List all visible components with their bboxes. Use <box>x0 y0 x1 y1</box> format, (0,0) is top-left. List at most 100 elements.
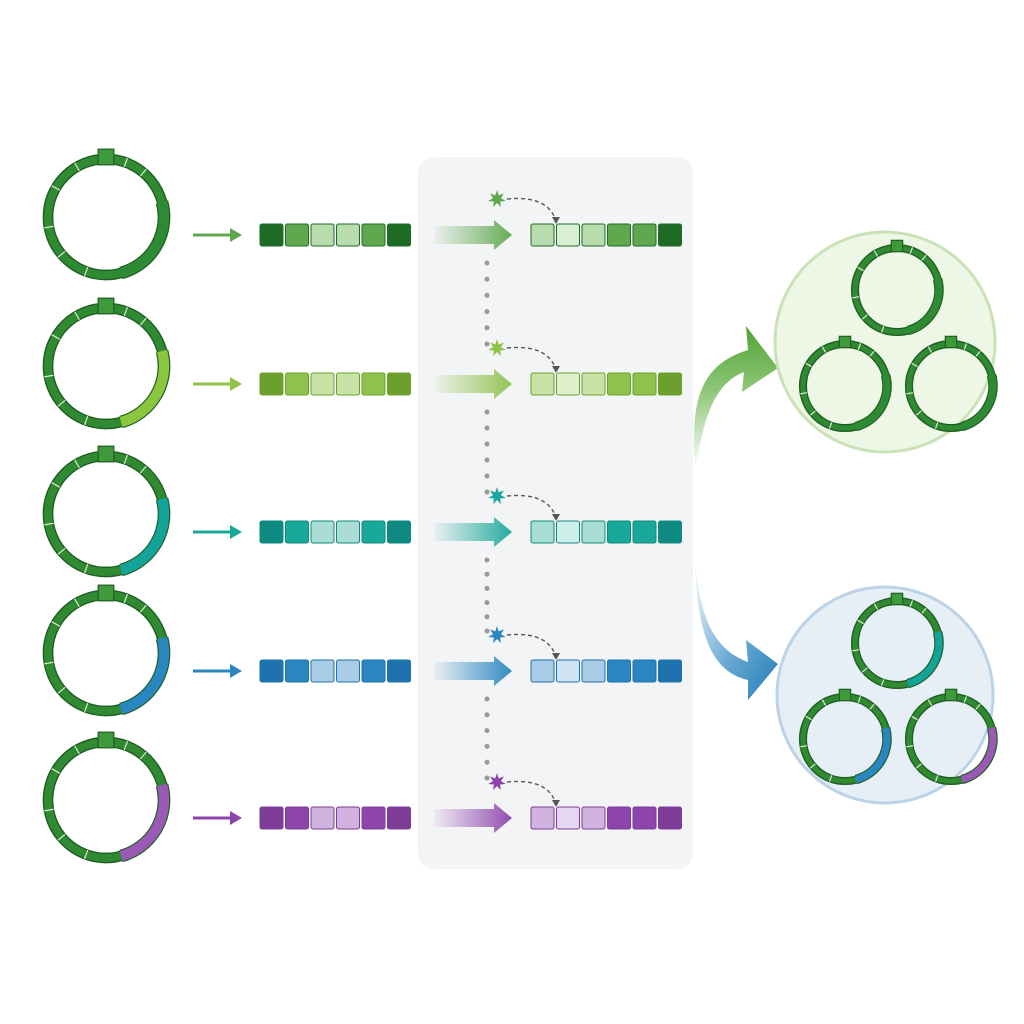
plasmid-segment-tick <box>880 326 885 333</box>
peptide-sequence <box>259 223 411 247</box>
sequence-block <box>285 659 309 683</box>
sequence-block <box>285 520 309 544</box>
sequence-block <box>581 223 606 247</box>
variant-row-teal <box>42 445 682 634</box>
sequence-block <box>556 520 580 544</box>
plasmid-origin-marker <box>97 584 115 602</box>
plasmid-segment-tick <box>909 247 914 254</box>
modifier-star-icon <box>488 626 506 644</box>
plasmid-segment-tick <box>800 392 808 395</box>
plasmid-segment-tick <box>963 343 968 350</box>
ellipsis-dot <box>484 325 490 331</box>
sequence-block <box>632 806 657 830</box>
sequence-block <box>632 372 657 396</box>
ellipsis-dot <box>484 571 490 577</box>
sequence-block <box>310 806 335 830</box>
plasmid-segment-tick <box>828 422 833 429</box>
plasmid-segment-tick <box>51 621 61 627</box>
plasmid-origin-marker <box>944 688 958 702</box>
expression-arrow <box>434 517 512 547</box>
sequence-block <box>556 223 580 247</box>
plasmid-insert <box>119 783 170 862</box>
plasmid-segment-tick <box>51 185 61 191</box>
plasmid-segment-tick <box>809 763 816 769</box>
pool-plasmid-dark-green <box>904 335 998 433</box>
sequence-block <box>530 659 555 683</box>
modifier-star-icon <box>488 487 506 505</box>
plasmid-insert-edge <box>856 373 892 432</box>
ellipsis-dot <box>484 473 490 479</box>
plasmid-segment-tick <box>909 600 914 607</box>
plasmid-insert-edge <box>908 630 944 689</box>
plasmid-segment-tick <box>57 547 66 555</box>
ellipsis-dot <box>484 489 490 495</box>
plasmid-segment-tick <box>74 311 80 321</box>
plasmid-origin-marker <box>944 335 958 349</box>
plasmid-segment-tick <box>934 422 939 429</box>
arrow-head <box>230 525 242 539</box>
peptide-sequence <box>259 659 411 683</box>
selected-pool-green <box>773 230 998 454</box>
plasmid-insert-edge <box>906 633 936 681</box>
sequence-block <box>632 520 657 544</box>
plasmid-segment-tick <box>74 459 80 469</box>
plasmid-segment-tick <box>911 362 918 368</box>
plasmid-segment-tick <box>84 266 89 277</box>
sequence-block <box>607 520 631 544</box>
plasmid-insert-edge <box>908 277 944 336</box>
expression-arrow <box>434 220 512 250</box>
plasmid-insert-edge <box>854 729 884 777</box>
plasmid-insert <box>906 278 944 335</box>
plasmid-segment-tick <box>921 254 927 261</box>
plasmid-origin-marker <box>838 335 852 349</box>
plasmid-segment-tick <box>44 225 54 229</box>
modification-arrow <box>434 369 512 399</box>
expression-arrow <box>434 803 512 833</box>
sequence-block <box>259 223 284 247</box>
ellipsis-dot <box>484 557 490 563</box>
plasmid-insert-edge <box>119 786 159 852</box>
expression-arrow <box>434 369 512 399</box>
expression-arrow <box>434 656 512 686</box>
sequence-block <box>556 806 580 830</box>
plasmid-segment-tick <box>927 346 933 353</box>
arrow-head <box>230 811 242 825</box>
plasmid-segment-tick <box>852 649 860 652</box>
plasmid-insert-edge <box>962 726 998 785</box>
plasmid-segment-tick <box>44 522 54 526</box>
plasmid-insert-edge <box>122 783 171 863</box>
sequence-block <box>530 806 555 830</box>
plasmid-segment-tick <box>57 833 66 841</box>
plasmid-segment-tick <box>857 696 862 703</box>
plasmid-lime <box>42 297 171 430</box>
sequence-block <box>259 659 284 683</box>
link-arrow-head <box>552 514 560 521</box>
ellipsis-dot <box>484 628 490 634</box>
plasmid-insert-edge <box>122 636 171 716</box>
link-arrow-head <box>552 217 560 224</box>
modified-sequence <box>530 659 682 683</box>
plasmid-segment-tick <box>84 849 89 860</box>
sequence-block <box>310 659 335 683</box>
selection-arrow-blue <box>695 560 778 700</box>
plasmid-segment-tick <box>861 667 868 673</box>
plasmid-segment-tick <box>975 703 981 710</box>
sequence-block <box>607 806 631 830</box>
plasmid-insert-edge <box>122 497 171 577</box>
ellipsis-dot <box>484 409 490 415</box>
sequence-block <box>658 372 682 396</box>
plasmid-segment-tick <box>821 699 827 706</box>
plasmid-segment-tick <box>51 334 61 340</box>
pool-plasmid-blue <box>798 688 892 786</box>
ellipsis-dot <box>484 309 490 315</box>
plasmid-insert <box>854 374 892 431</box>
sequence-block <box>387 806 411 830</box>
modified-sequence <box>530 806 682 830</box>
plasmid-segment-tick <box>74 162 80 172</box>
modification-arrow <box>434 656 512 686</box>
transform-arrow <box>193 228 242 242</box>
plasmid-segment-tick <box>74 745 80 755</box>
sequence-block <box>607 223 631 247</box>
plasmid-segment-tick <box>74 598 80 608</box>
plasmid-insert-edge <box>119 639 159 705</box>
